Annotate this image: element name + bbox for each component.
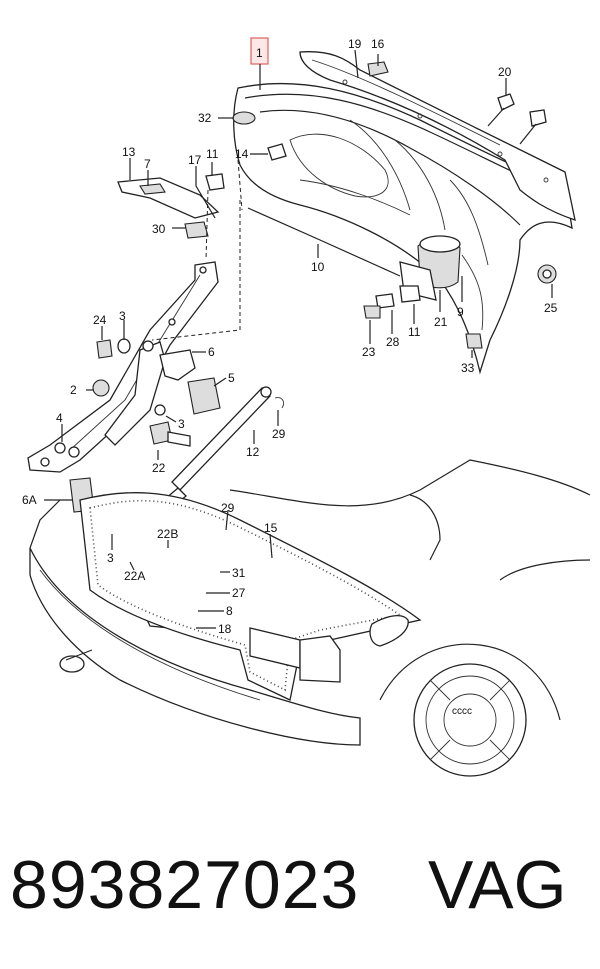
callout-32: 32 <box>198 111 212 125</box>
callout-22: 22 <box>152 461 166 475</box>
exploded-parts-diagram: cccc <box>22 37 591 777</box>
callout-13: 13 <box>122 145 136 159</box>
callout-18: 18 <box>218 622 232 636</box>
callout-11-top: 11 <box>206 147 219 161</box>
callout-22b: 22B <box>157 527 178 541</box>
callout-2: 2 <box>70 383 77 397</box>
callout-labels: 1 19 16 20 32 14 13 7 17 11 30 10 9 21 2… <box>22 37 558 636</box>
callout-29-upper: 29 <box>272 427 286 441</box>
callout-21: 21 <box>434 315 448 329</box>
brand-name: VAG <box>428 847 567 923</box>
callout-1: 1 <box>256 46 263 60</box>
wheel-emblem-text: cccc <box>452 706 472 717</box>
callout-19: 19 <box>348 37 362 51</box>
callout-20: 20 <box>498 65 512 79</box>
callout-28: 28 <box>386 335 400 349</box>
callout-7: 7 <box>144 157 151 171</box>
callout-6: 6 <box>208 345 215 359</box>
callout-30: 30 <box>152 222 166 236</box>
callout-3-middle: 3 <box>178 417 185 431</box>
callout-27: 27 <box>232 586 246 600</box>
callout-11-lower: 11 <box>408 325 421 339</box>
leader-lines <box>44 49 553 629</box>
callout-5: 5 <box>228 371 235 385</box>
callout-23: 23 <box>362 345 376 359</box>
callout-4: 4 <box>56 411 63 425</box>
trunk-lid <box>233 51 576 375</box>
callout-8: 8 <box>226 604 233 618</box>
callout-24: 24 <box>93 313 107 327</box>
callout-31: 31 <box>232 566 246 580</box>
callout-16: 16 <box>371 37 385 51</box>
callout-6a: 6A <box>22 493 37 507</box>
callout-14: 14 <box>235 147 249 161</box>
callout-3-lower: 3 <box>107 551 114 565</box>
callout-9: 9 <box>457 305 464 319</box>
callout-33: 33 <box>461 361 475 375</box>
callout-15: 15 <box>264 521 278 535</box>
hinge-arm <box>27 261 219 473</box>
callout-10: 10 <box>311 260 325 274</box>
callout-3-upper: 3 <box>119 309 126 323</box>
part-number: 893827023 <box>10 847 360 923</box>
car-body <box>29 459 591 777</box>
callout-25: 25 <box>544 301 558 315</box>
callout-22a: 22A <box>124 569 145 583</box>
callout-17: 17 <box>188 153 202 167</box>
callout-29-lower: 29 <box>221 501 235 515</box>
callout-12: 12 <box>246 445 260 459</box>
